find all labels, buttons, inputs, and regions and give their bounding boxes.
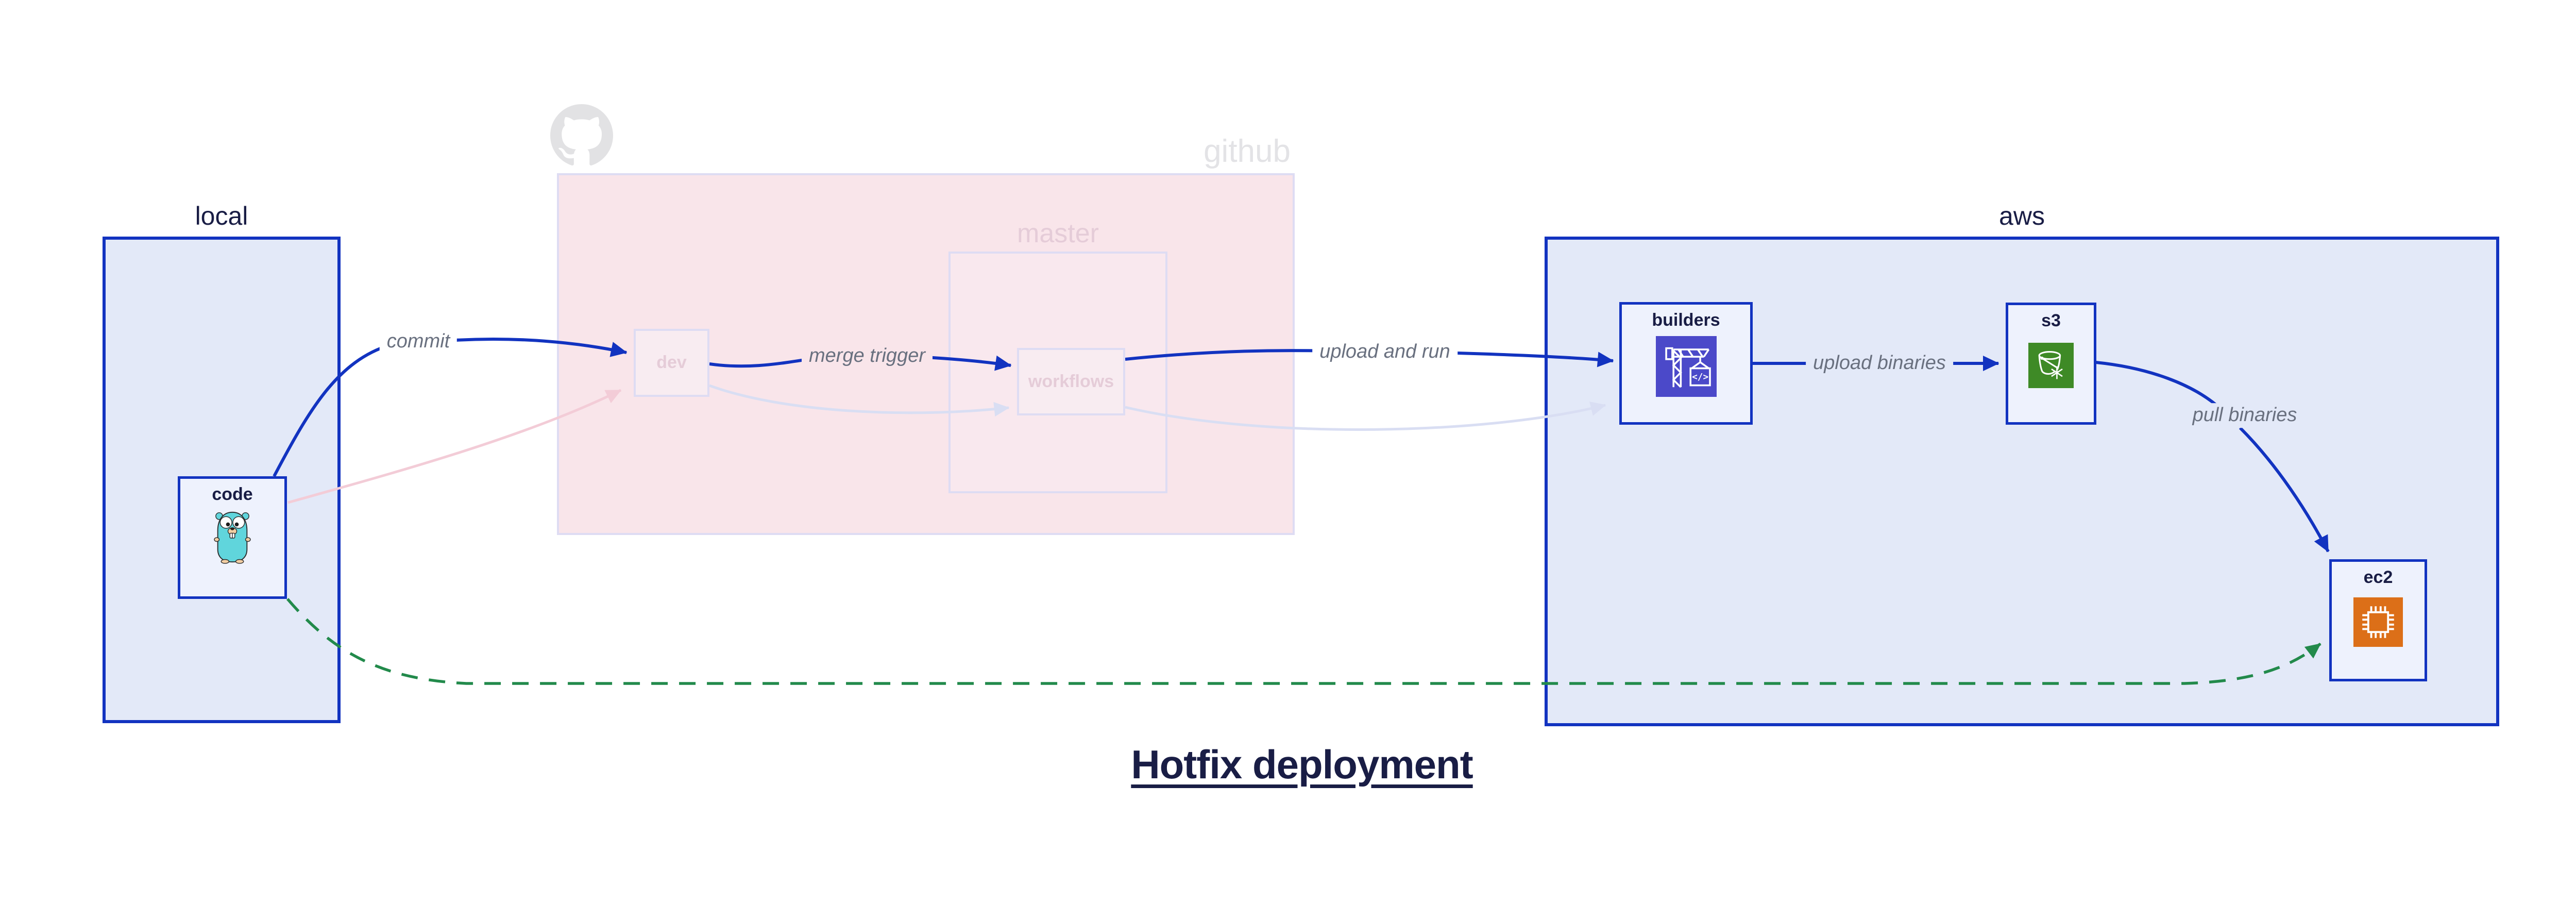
- ec2-chip-icon: [2353, 597, 2403, 647]
- node-builders: builders </>: [1619, 302, 1753, 425]
- node-workflows-label: workflows: [1028, 371, 1114, 391]
- container-aws-label: aws: [1999, 202, 2045, 230]
- node-s3: s3: [2006, 303, 2096, 425]
- node-code: code: [178, 476, 287, 599]
- node-ec2: ec2: [2329, 559, 2427, 681]
- codebuild-crane-icon: </>: [1655, 336, 1717, 397]
- gopher-icon: [214, 512, 251, 564]
- node-dev-label: dev: [656, 353, 687, 373]
- node-s3-label: s3: [2041, 311, 2061, 330]
- node-ec2-label: ec2: [2363, 567, 2393, 587]
- container-master-label: master: [1017, 219, 1099, 248]
- s3-bucket-icon: [2028, 343, 2074, 389]
- container-github-label: github: [1204, 133, 1291, 169]
- edge-pull-binaries-label: pull binaries: [2185, 403, 2304, 428]
- container-local-label: local: [195, 202, 248, 230]
- edge-upload-binaries-label: upload binaries: [1806, 351, 1953, 376]
- node-builders-label: builders: [1652, 310, 1720, 330]
- edge-commit-label: commit: [379, 329, 457, 354]
- edge-upload-and-run-label: upload and run: [1312, 340, 1458, 364]
- edge-merge-trigger-label: merge trigger: [802, 344, 933, 369]
- github-octocat-icon: [550, 104, 613, 167]
- codebuild-code-text: </>: [1692, 373, 1708, 383]
- diagram-title: Hotfix deployment: [1131, 742, 1473, 787]
- node-workflows: workflows: [1017, 348, 1125, 415]
- node-dev: dev: [634, 329, 709, 397]
- node-code-label: code: [212, 485, 253, 504]
